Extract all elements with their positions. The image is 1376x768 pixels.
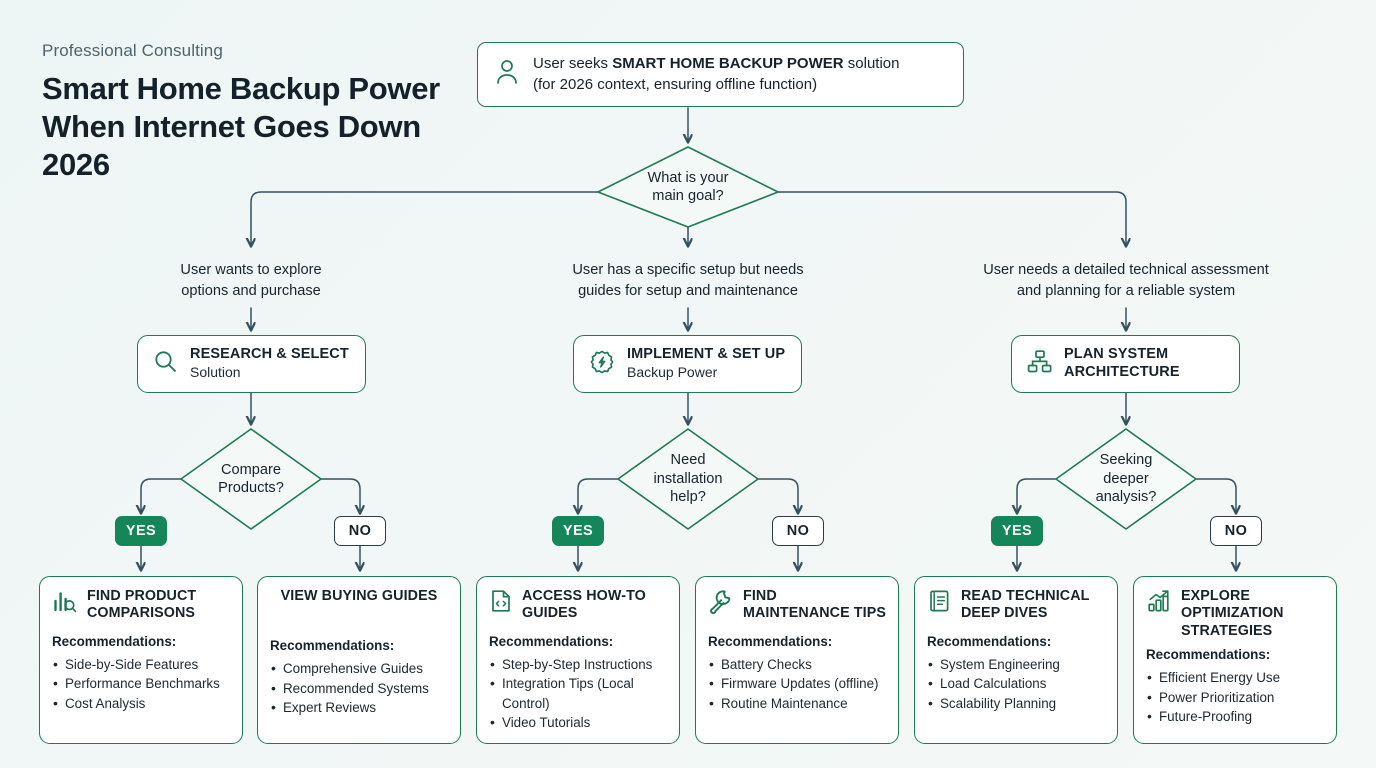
action-title-3: PLAN SYSTEM ARCHITECTURE	[1064, 346, 1180, 380]
wrench-icon	[708, 588, 734, 619]
decision-label-2: Need installation help?	[653, 452, 723, 506]
action-subtitle-2: Backup Power	[627, 364, 718, 381]
action-node-plan[interactable]: PLAN SYSTEM ARCHITECTURE	[1011, 335, 1240, 393]
card-title-5: READ TECHNICAL DEEP DIVES	[961, 588, 1090, 622]
result-card-find-product-comparisons[interactable]: FIND PRODUCT COMPARISONS Recommendations…	[39, 576, 243, 744]
card-header: READ TECHNICAL DEEP DIVES	[927, 588, 1105, 623]
start-line2: (for 2026 context, ensuring offline func…	[533, 75, 818, 93]
badge-yes-2[interactable]: YES	[552, 516, 604, 546]
trending-bars-icon	[1146, 588, 1172, 619]
branch-description-2: User has a specific setup but needs guid…	[572, 262, 804, 299]
code-file-icon	[489, 588, 513, 619]
list-item: Power Prioritization	[1146, 687, 1324, 708]
list-item: Expert Reviews	[270, 697, 448, 718]
result-card-read-technical-deep-dives[interactable]: READ TECHNICAL DEEP DIVES Recommendation…	[914, 576, 1118, 744]
decision-diamond-install	[617, 428, 759, 530]
card-title-3: ACCESS HOW-TO GUIDES	[522, 588, 646, 622]
card-list-6: Efficient Energy Use Power Prioritizatio…	[1146, 667, 1324, 727]
decision-label-1: Compare Products?	[218, 461, 284, 496]
badge-yes-3[interactable]: YES	[991, 516, 1043, 546]
page-title: Smart Home Backup Power When Internet Go…	[42, 71, 440, 183]
root-decision-label: What is your main goal?	[647, 169, 729, 204]
card-rec-label-4: Recommendations:	[708, 633, 833, 649]
list-item: Comprehensive Guides	[270, 658, 448, 679]
list-item: Battery Checks	[708, 654, 886, 675]
result-card-access-how-to-guides[interactable]: ACCESS HOW-TO GUIDES Recommendations: St…	[476, 576, 680, 744]
result-card-explore-optimization-strategies[interactable]: EXPLORE OPTIMIZATION STRATEGIES Recommen…	[1133, 576, 1337, 744]
list-item: Step-by-Step Instructions	[489, 654, 667, 675]
start-line1-prefix: User seeks	[533, 54, 613, 72]
card-rec-label-6: Recommendations:	[1146, 647, 1271, 663]
list-item: Future-Proofing	[1146, 706, 1324, 727]
card-rec-label-3: Recommendations:	[489, 633, 614, 649]
badge-no-1[interactable]: NO	[334, 516, 386, 546]
branch-description-3: User needs a detailed technical assessme…	[983, 262, 1269, 299]
result-card-find-maintenance-tips[interactable]: FIND MAINTENANCE TIPS Recommendations: B…	[695, 576, 899, 744]
card-rec-label-1: Recommendations:	[52, 633, 177, 649]
start-line1-suffix: solution	[843, 54, 900, 72]
card-list-3: Step-by-Step Instructions Integration Ti…	[489, 654, 667, 733]
card-list-2: Comprehensive Guides Recommended Systems…	[270, 658, 448, 718]
card-header: FIND MAINTENANCE TIPS	[708, 588, 886, 623]
book-icon	[927, 588, 952, 619]
eyebrow-label: Professional Consulting	[42, 41, 223, 60]
decision-diamond-analysis	[1055, 428, 1197, 530]
start-node: User seeks SMART HOME BACKUP POWER solut…	[477, 42, 964, 107]
action-title-2: IMPLEMENT & SET UP	[627, 346, 786, 363]
list-item: Load Calculations	[927, 673, 1105, 694]
result-card-view-buying-guides[interactable]: VIEW BUYING GUIDES Recommendations: Comp…	[257, 576, 461, 744]
decision-analysis: Seeking deeper analysis?	[1056, 429, 1196, 529]
magnifier-icon	[152, 348, 179, 380]
card-title-6: EXPLORE OPTIMIZATION STRATEGIES	[1181, 588, 1284, 639]
decision-compare: Compare Products?	[181, 429, 321, 529]
badge-no-3[interactable]: NO	[1210, 516, 1262, 546]
root-decision: What is your main goal?	[598, 147, 778, 227]
user-icon	[494, 58, 520, 91]
action-node-research[interactable]: RESEARCH & SELECT Solution	[137, 335, 366, 393]
card-header: FIND PRODUCT COMPARISONS	[52, 588, 230, 623]
card-title-4: FIND MAINTENANCE TIPS	[743, 588, 886, 622]
card-list-5: System Engineering Load Calculations Sca…	[927, 654, 1105, 714]
org-chart-icon	[1026, 348, 1053, 380]
list-item: Recommended Systems	[270, 678, 448, 699]
list-item: Side-by-Side Features	[52, 654, 230, 675]
action-title-1: RESEARCH & SELECT	[190, 346, 349, 363]
list-item: Efficient Energy Use	[1146, 667, 1324, 688]
action-subtitle-1: Solution	[190, 364, 241, 381]
list-item: Integration Tips (Local Control)	[489, 673, 667, 713]
decision-diamond-root	[597, 146, 779, 228]
card-list-4: Battery Checks Firmware Updates (offline…	[708, 654, 886, 714]
branch-description-1: User wants to explore options and purcha…	[180, 262, 322, 299]
start-node-text: User seeks SMART HOME BACKUP POWER solut…	[533, 54, 899, 95]
list-item: Scalability Planning	[927, 693, 1105, 714]
decision-label-3: Seeking deeper analysis?	[1095, 452, 1157, 506]
card-header: ACCESS HOW-TO GUIDES	[489, 588, 667, 623]
list-item: Firmware Updates (offline)	[708, 673, 886, 694]
list-item: System Engineering	[927, 654, 1105, 675]
decision-diamond-compare	[180, 428, 322, 530]
gear-bolt-icon	[588, 348, 616, 381]
card-rec-label-5: Recommendations:	[927, 633, 1052, 649]
card-header: VIEW BUYING GUIDES	[270, 588, 448, 605]
card-list-1: Side-by-Side Features Performance Benchm…	[52, 654, 230, 714]
card-title-1: FIND PRODUCT COMPARISONS	[87, 588, 197, 622]
card-rec-label-2: Recommendations:	[270, 638, 395, 654]
badge-yes-1[interactable]: YES	[115, 516, 167, 546]
list-item: Routine Maintenance	[708, 693, 886, 714]
start-line1-strong: SMART HOME BACKUP POWER	[612, 54, 844, 72]
action-node-implement[interactable]: IMPLEMENT & SET UP Backup Power	[573, 335, 802, 393]
card-title-2: VIEW BUYING GUIDES	[280, 588, 438, 604]
card-header: EXPLORE OPTIMIZATION STRATEGIES	[1146, 588, 1324, 640]
list-item: Cost Analysis	[52, 693, 230, 714]
list-item: Video Tutorials	[489, 712, 667, 733]
badge-no-2[interactable]: NO	[772, 516, 824, 546]
bar-chart-search-icon	[52, 588, 78, 619]
decision-install: Need installation help?	[618, 429, 758, 529]
list-item: Performance Benchmarks	[52, 673, 230, 694]
